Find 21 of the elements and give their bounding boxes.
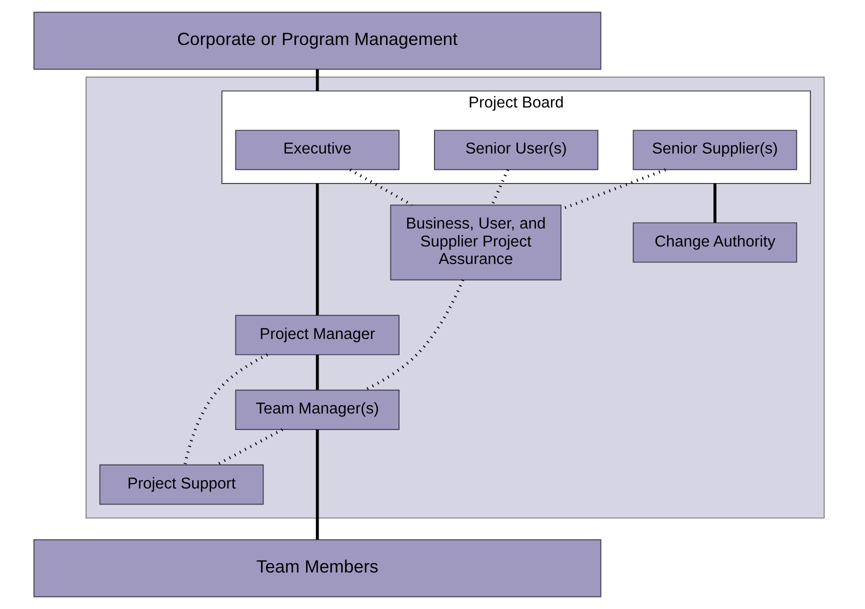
connector (182, 353, 268, 466)
node-box: Senior User(s) (433, 130, 598, 170)
node-box: Team Manager(s) (234, 390, 400, 430)
node-box: Senior Supplier(s) (632, 130, 797, 170)
connector (712, 183, 716, 223)
connector (348, 168, 412, 206)
connector (364, 279, 464, 392)
node-box: Project Support (98, 464, 264, 505)
cluster (85, 76, 824, 519)
node-box: Executive (234, 130, 400, 170)
connector (315, 354, 318, 390)
node-box: Change Authority (632, 222, 797, 263)
node-box: Business, User, and Supplier Project Assurance (390, 204, 561, 280)
connector (216, 428, 283, 466)
connector (315, 183, 318, 316)
connector (490, 169, 509, 206)
node-box: Corporate or Program Management (32, 12, 601, 70)
node-box: Team Members (32, 539, 601, 598)
node-box: Project Manager (234, 314, 400, 356)
connector (315, 69, 318, 91)
connector (315, 430, 318, 540)
